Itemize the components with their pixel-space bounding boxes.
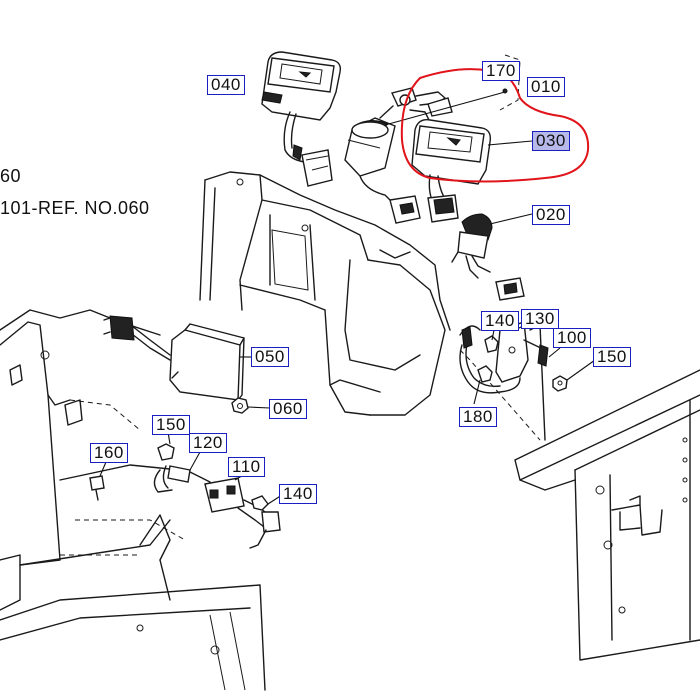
- callout-150-left[interactable]: 150: [152, 415, 190, 435]
- callout-140-left[interactable]: 140: [279, 484, 317, 504]
- dash-panel: [199, 171, 451, 416]
- callout-100[interactable]: 100: [553, 328, 591, 348]
- callout-010[interactable]: 010: [527, 77, 565, 97]
- part-030-meter: [411, 119, 533, 223]
- callout-160[interactable]: 160: [90, 443, 128, 463]
- callout-040[interactable]: 040: [207, 75, 245, 95]
- callout-020[interactable]: 020: [532, 205, 570, 225]
- part-020-switch: [451, 213, 533, 301]
- callout-150-right[interactable]: 150: [593, 347, 631, 367]
- right-frame: [459, 324, 700, 661]
- left-frame: [0, 309, 266, 691]
- callout-170[interactable]: 170: [482, 61, 520, 81]
- callout-060[interactable]: 060: [269, 399, 307, 419]
- callout-110[interactable]: 110: [228, 457, 265, 477]
- callout-120[interactable]: 120: [189, 433, 227, 453]
- part-060-nut: [231, 397, 271, 414]
- part-050-relay: [103, 315, 252, 401]
- callout-030[interactable]: 030: [532, 131, 570, 151]
- callout-050[interactable]: 050: [251, 347, 289, 367]
- ref-text-line1: 60: [0, 166, 22, 186]
- callout-180[interactable]: 180: [459, 407, 497, 427]
- part-040-meter: [261, 51, 342, 187]
- part-bracket-group-right: [459, 321, 596, 405]
- ref-text-line2: 101-REF. NO.060: [0, 198, 150, 218]
- part-bracket-group-left: [89, 431, 283, 549]
- part-010-key-switch: [344, 54, 521, 224]
- callout-130[interactable]: 130: [521, 309, 559, 329]
- callout-140-right[interactable]: 140: [481, 311, 519, 331]
